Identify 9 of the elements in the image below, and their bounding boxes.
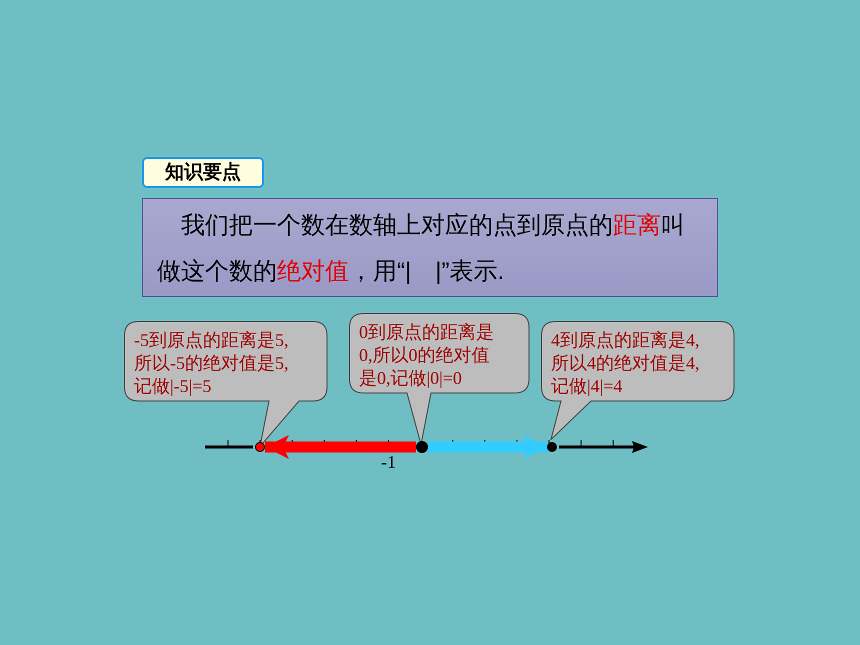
tick-label: -1 [381,452,396,473]
arrow [265,435,416,459]
speech-bubble: 4到原点的距离是4,所以4的绝对值是4,记做|4|=4 [541,321,735,440]
point [547,442,557,452]
heading-tab: 知识要点 [142,157,264,188]
arrow [428,435,547,459]
origin-point [416,441,428,453]
definition-box: 我们把一个数在数轴上对应的点到原点的距离叫做这个数的绝对值，用“| |”表示. [142,198,718,297]
open-point [255,442,265,452]
